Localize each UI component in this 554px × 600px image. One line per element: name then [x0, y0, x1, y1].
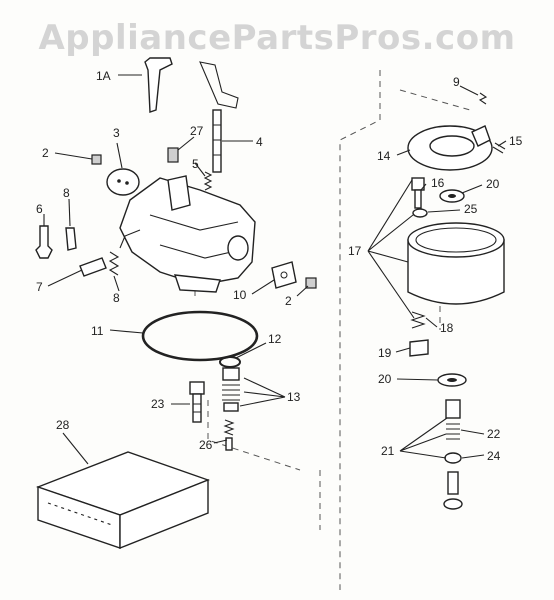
- part-2-screw-top: [91, 154, 102, 165]
- callout-28: 28: [56, 418, 70, 432]
- part-14-bowl-cover: [407, 125, 493, 171]
- callout-10: 10: [233, 288, 247, 302]
- callout-9: 9: [453, 75, 460, 89]
- part-18-spring: [410, 311, 426, 329]
- callout-6: 6: [36, 202, 43, 216]
- part-27-screw: [167, 147, 179, 163]
- part-9-spring: [478, 92, 488, 105]
- callout-14: 14: [377, 149, 391, 163]
- part-19-seat: [409, 339, 429, 357]
- part-7-idle-screw: [79, 257, 107, 277]
- callout-labels: 1A 2 3 27 4 5 8 6 7 8 10 2 11 12 13 23 2…: [36, 69, 523, 463]
- callout-11: 11: [91, 324, 104, 338]
- callout-8-lower: 8: [113, 291, 120, 305]
- callout-3: 3: [113, 126, 120, 140]
- callout-27: 27: [190, 124, 204, 138]
- callout-12: 12: [268, 332, 282, 346]
- callout-25: 25: [464, 202, 478, 216]
- part-21-needle-stack: [443, 399, 463, 510]
- callout-2-top: 2: [42, 146, 49, 160]
- part-8-spring: [108, 251, 120, 276]
- callout-17: 17: [348, 244, 362, 258]
- callout-15: 15: [509, 134, 523, 148]
- part-5-spring: [203, 171, 213, 191]
- callout-5: 5: [192, 157, 199, 171]
- watermark: AppliancePartsPros.com: [38, 18, 516, 58]
- part-20-washer-lower: [437, 373, 467, 387]
- carburetor-body: [119, 175, 256, 293]
- part-1a-throttle-link: [118, 57, 239, 113]
- callout-13: 13: [287, 390, 301, 404]
- part-12-o-ring: [219, 356, 241, 368]
- part-23-main-jet: [189, 381, 205, 423]
- part-3-throttle-plate: [106, 168, 140, 196]
- callout-18: 18: [440, 321, 454, 335]
- part-26-spring: [223, 419, 235, 451]
- part-15-pin: [492, 142, 506, 154]
- part-11-bowl-gasket: [141, 310, 259, 362]
- part-8-bushing-top: [65, 227, 77, 251]
- part-4-choke-shaft: [212, 109, 222, 173]
- callout-8-top: 8: [63, 186, 70, 200]
- callout-20-top: 20: [486, 177, 500, 191]
- part-2-screw-right: [305, 277, 317, 289]
- part-20-washer-top: [439, 189, 465, 203]
- leader-lines: [43, 85, 507, 465]
- callout-7: 7: [36, 280, 43, 294]
- callout-4: 4: [256, 135, 263, 149]
- part-17-float-bowl: [407, 222, 505, 305]
- callout-16: 16: [431, 176, 445, 190]
- callout-2-right: 2: [285, 294, 292, 308]
- callout-21: 21: [381, 444, 395, 458]
- part-13-needle-assembly: [222, 367, 240, 412]
- part-25-washer: [412, 208, 428, 218]
- callout-26: 26: [199, 438, 213, 452]
- callout-24: 24: [487, 449, 501, 463]
- part-6-screw: [35, 225, 53, 259]
- callout-20-lower: 20: [378, 372, 392, 386]
- callout-23: 23: [151, 397, 165, 411]
- callout-1a: 1A: [96, 69, 111, 83]
- callout-19: 19: [378, 346, 392, 360]
- part-10-plate: [271, 261, 297, 289]
- part-28-air-filter: [35, 451, 210, 550]
- part-16-screw: [411, 177, 425, 209]
- callout-22: 22: [487, 427, 501, 441]
